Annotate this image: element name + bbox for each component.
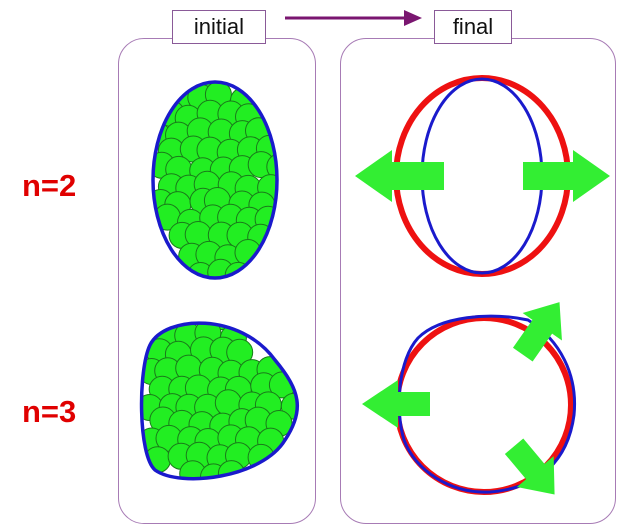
- final-shape-n2: [355, 75, 610, 277]
- initial-outline-n3: [139, 321, 300, 481]
- right-expansion-arrow: [523, 150, 610, 202]
- lower-right-expansion-arrow: [504, 438, 555, 495]
- left-expansion-arrow-n3: [362, 380, 430, 428]
- initial-particles-n2: [151, 80, 279, 280]
- initial-header: initial: [172, 10, 266, 44]
- row-label-n2: n=2: [22, 168, 77, 203]
- initial-outline-n2: [151, 80, 279, 280]
- final-shape-n3: [362, 302, 577, 495]
- particle: [266, 153, 277, 181]
- final-header: final: [434, 10, 512, 44]
- initial-to-final-arrow: [285, 10, 422, 26]
- final-panel: [340, 38, 616, 524]
- initial-particles-n3: [139, 321, 300, 481]
- left-expansion-arrow: [355, 150, 444, 202]
- upper-right-expansion-arrow: [512, 302, 562, 362]
- row-label-n3: n=3: [22, 394, 77, 429]
